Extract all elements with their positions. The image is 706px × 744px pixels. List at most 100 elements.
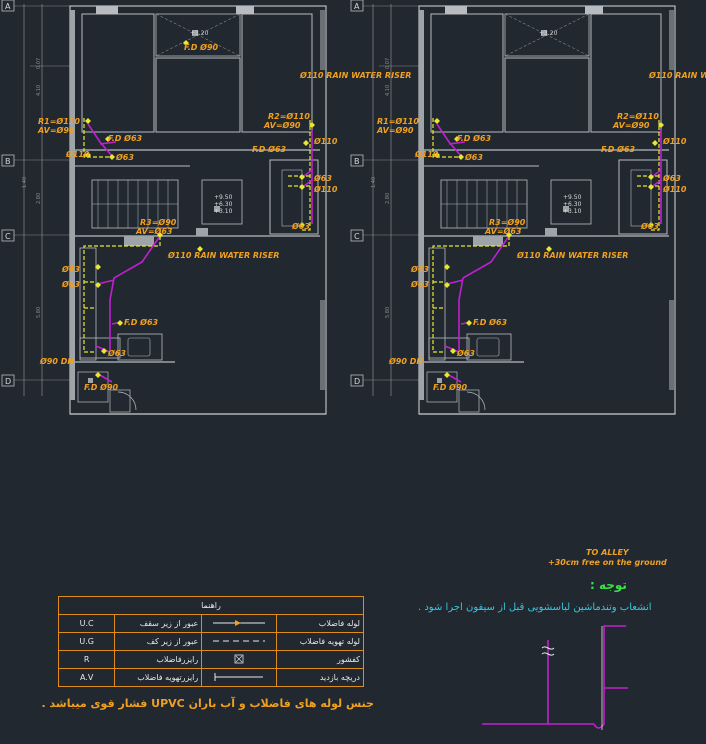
dim-label: 0.07 [36, 58, 42, 69]
label-level-core: +9.50 [214, 194, 233, 201]
alley-note-line1: TO ALLEY [586, 548, 629, 557]
dim-label: 4.10 [385, 85, 391, 96]
drain-markers-left [85, 40, 315, 378]
grid-labels-right: A B C D [354, 2, 360, 386]
floor-drain-symbol-icon [201, 650, 277, 669]
label-dn90: Ø90 DN [39, 356, 74, 366]
legend-label-left: رایزرتهویه فاضلاب [114, 668, 203, 687]
vent-lines-right [432, 118, 660, 353]
grid-label-b: B [354, 157, 360, 166]
grid-label-d: D [5, 377, 11, 386]
label-p110-b: Ø110 [313, 136, 338, 146]
grid-label-a: A [354, 2, 360, 11]
label-rain-riser-top: Ø110 RAIN WATER RISER [299, 70, 411, 80]
legend-label-left: عبور از زیر کف [114, 632, 203, 651]
label-r3: R3=Ø90 [140, 217, 177, 227]
sewer-pipe-symbol-icon [201, 614, 277, 633]
label-p63-e: Ø63 [410, 279, 429, 289]
siphon-detail [482, 625, 628, 730]
grid-label-b: B [5, 157, 11, 166]
legend-row: A.V رایزرتهویه فاضلاب دریچه بازدید [57, 668, 365, 687]
grid-label-c: C [354, 232, 360, 241]
label-level-top: +3.20 [190, 30, 209, 37]
legend-row: U.C عبور از زیر سقف لوله فاضلاب [57, 614, 365, 633]
legend-label-left: رایزرفاضلاب [114, 650, 203, 669]
label-fd90-bottom: F.D Ø90 [84, 382, 119, 392]
label-fd90-top: F.D Ø90 [184, 42, 219, 52]
label-p63-a: Ø63 [464, 152, 483, 162]
legend-label-right: دریچه بازدید [275, 668, 365, 687]
label-p110-a: Ø110 [414, 149, 439, 159]
label-fd90-bottom: F.D Ø90 [433, 382, 468, 392]
legend-code: U.G [57, 632, 116, 651]
legend-label-right: لوله تهویه فاضلاب [275, 632, 365, 651]
label-level-core: +6.30 [563, 201, 582, 208]
cleanout-symbols-left [88, 30, 220, 383]
label-p63-e: Ø63 [61, 279, 80, 289]
annotations-left: F.D Ø90 +3.20 Ø110 RAIN WATER RISER R1=Ø… [37, 30, 411, 392]
legend-title: راهنما [58, 596, 364, 615]
label-p110-c: Ø110 [313, 184, 338, 194]
label-fd63-c: F.D Ø63 [473, 317, 508, 327]
dim-label: 5.80 [385, 307, 391, 318]
label-fd63-b: F.D Ø63 [252, 144, 287, 154]
label-p63-d: Ø63 [410, 264, 429, 274]
label-av1: AV=Ø90 [37, 125, 75, 135]
label-rain-riser-mid: Ø110 RAIN WATER RISER [167, 250, 279, 260]
grid-label-a: A [5, 2, 11, 11]
label-p110-a: Ø110 [65, 149, 90, 159]
dimension-labels-right: 0.07 4.10 1.40 2.80 5.80 [371, 58, 391, 318]
label-fd63-a: F.D Ø63 [457, 133, 492, 143]
legend-code: U.C [57, 614, 116, 633]
dim-label: 0.07 [385, 58, 391, 69]
dim-label: 4.10 [36, 85, 42, 96]
label-level-core: +3.10 [563, 208, 582, 215]
grid-labels-left: A B C D [5, 2, 11, 386]
label-av3: AV=Ø63 [484, 226, 522, 236]
dim-label: 2.80 [385, 193, 391, 204]
label-p63-f: Ø63 [456, 348, 475, 358]
legend-title-row: راهنما [58, 596, 364, 615]
label-rain-riser-mid: Ø110 RAIN WATER RISER [516, 250, 628, 260]
alley-note-line2: +30cm free on the ground [548, 558, 667, 567]
legend-row: U.G عبور از زیر کف لوله تهویه فاضلاب [57, 632, 365, 651]
label-p63-b: Ø63 [313, 173, 332, 183]
note-title: توجه : [590, 578, 627, 592]
dimension-labels-left: 0.07 4.10 1.40 2.80 5.80 [22, 58, 42, 318]
legend-code: A.V [57, 668, 116, 687]
vent-pipe-symbol-icon [201, 632, 277, 651]
label-p63-d: Ø63 [61, 264, 80, 274]
dim-label: 1.40 [22, 177, 28, 188]
label-dn90: Ø90 DN [388, 356, 423, 366]
note-text: انشعاب وتندماشین لباسشویی قبل از سیفون ا… [418, 602, 652, 613]
label-p110-c: Ø110 [662, 184, 687, 194]
vent-lines-left [83, 118, 311, 353]
label-av1: AV=Ø90 [376, 125, 414, 135]
label-p63-c: Ø63 [291, 221, 310, 231]
label-p63-f: Ø63 [107, 348, 126, 358]
dim-label: 5.80 [36, 307, 42, 318]
label-av2: AV=Ø90 [263, 120, 301, 130]
label-level-core: +9.50 [563, 194, 582, 201]
cleanout-symbols-right [437, 30, 569, 383]
grid-label-c: C [5, 232, 11, 241]
material-note: جنس لوله های فاضلاب و آب باران UPVC فشار… [41, 697, 374, 710]
label-fd63-b: F.D Ø63 [601, 144, 636, 154]
label-p110-b: Ø110 [662, 136, 687, 146]
drain-markers-right [434, 118, 664, 378]
legend-label-right: لوله فاضلاب [275, 614, 365, 633]
cleanout-symbol-icon [201, 668, 277, 687]
label-level-core: +6.30 [214, 201, 233, 208]
label-av2: AV=Ø90 [612, 120, 650, 130]
label-r3: R3=Ø90 [489, 217, 526, 227]
alley-note: TO ALLEY +30cm free on the ground [548, 548, 667, 568]
label-p63-b: Ø63 [662, 173, 681, 183]
label-fd63-c: F.D Ø63 [124, 317, 159, 327]
label-av3: AV=Ø63 [135, 226, 173, 236]
dim-label: 2.80 [36, 193, 42, 204]
floor-plan-left: A B C D 0.07 4.10 1.40 2.80 5.80 [1, 0, 411, 415]
legend-row: R رایزرفاضلاب کفشور [57, 650, 365, 669]
label-r2: R2=Ø110 [268, 111, 310, 121]
label-rain-riser-top: Ø110 RAIN WATER RISER [648, 70, 706, 80]
